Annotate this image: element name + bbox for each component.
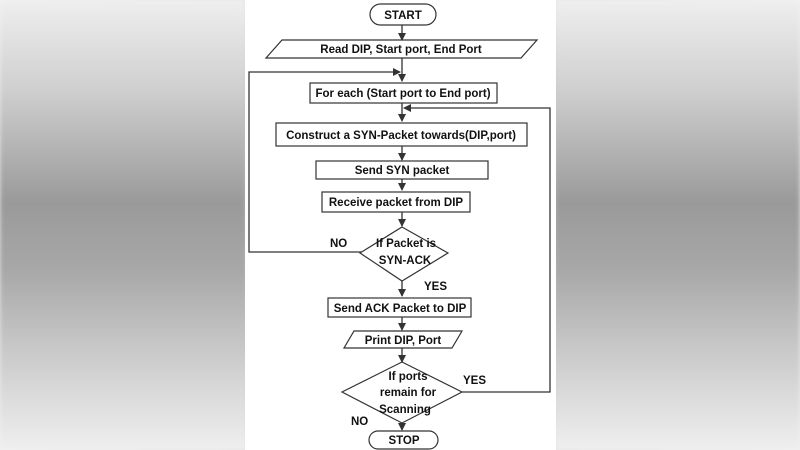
receive-label: Receive packet from DIP (329, 197, 464, 209)
loop-yes-to-foreach (403, 104, 551, 393)
receive-node: Receive packet from DIP (321, 191, 471, 213)
edge-label-yes-2: YES (463, 375, 486, 387)
edge-label-no-2: NO (351, 416, 368, 428)
construct-node: Construct a SYN-Packet towards(DIP,port) (275, 122, 528, 147)
connectors (248, 25, 551, 431)
decision-remain-line2: remain for (380, 387, 437, 399)
print-node: Print DIP, Port (342, 330, 464, 349)
stop-terminal: STOP (368, 430, 439, 450)
decision-remain: If ports remain for Scanning (340, 361, 464, 424)
read-input-node: Read DIP, Start port, End Port (264, 39, 539, 59)
decision-synack: If Packet is SYN-ACK (358, 226, 450, 282)
print-label: Print DIP, Port (365, 335, 442, 347)
decision-synack-line2: SYN-ACK (379, 255, 432, 267)
decision-remain-line3: Scanning (379, 404, 431, 416)
send-ack-label: Send ACK Packet to DIP (334, 303, 467, 315)
start-label: START (384, 10, 421, 22)
decision-remain-line1: If ports (389, 371, 428, 383)
background-left (0, 0, 245, 450)
start-terminal: START (369, 3, 437, 26)
read-input-label: Read DIP, Start port, End Port (320, 44, 482, 56)
for-each-label: For each (Start port to End port) (315, 88, 490, 100)
background-right (556, 0, 800, 450)
send-ack-node: Send ACK Packet to DIP (327, 297, 472, 318)
send-syn-label: Send SYN packet (355, 165, 450, 177)
stop-label: STOP (388, 435, 419, 447)
edge-label-yes-1: YES (424, 281, 447, 293)
edge-label-no-1: NO (330, 238, 347, 250)
decision-synack-line1: If Packet is (376, 238, 436, 250)
for-each-node: For each (Start port to End port) (309, 82, 498, 104)
send-syn-node: Send SYN packet (315, 160, 489, 180)
loop-no-to-foreach (248, 68, 401, 253)
construct-label: Construct a SYN-Packet towards(DIP,port) (286, 130, 516, 142)
